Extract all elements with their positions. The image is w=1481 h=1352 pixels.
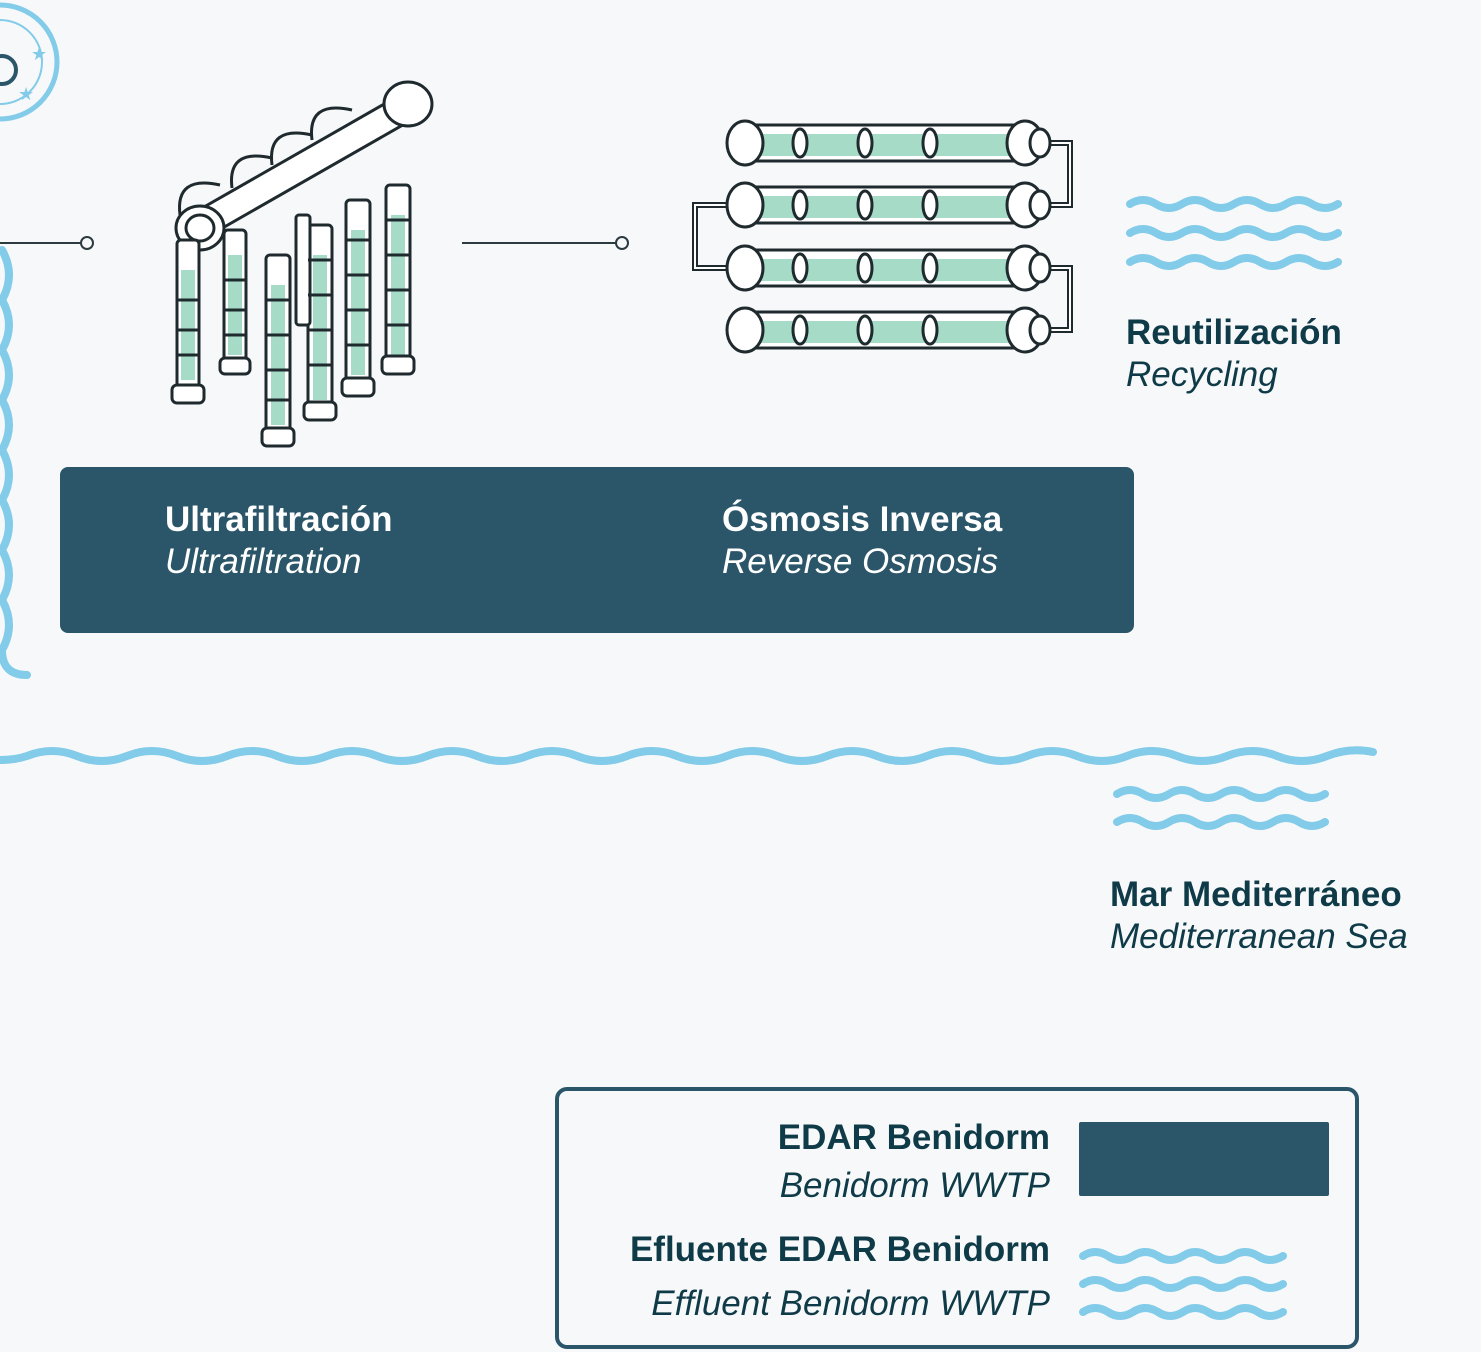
reverse-osmosis-tubes-icon xyxy=(692,119,1073,354)
recycling-label-es: Reutilización xyxy=(1126,313,1342,352)
legend-item-wwtp-en: Benidorm WWTP xyxy=(779,1166,1050,1205)
effluent-vertical-path xyxy=(0,246,31,679)
legend-item-effluent-en: Effluent Benidorm WWTP xyxy=(651,1284,1050,1323)
legend-swatch-waves-icon xyxy=(1079,1248,1287,1320)
recycling-label: Reutilización Recycling xyxy=(1126,312,1342,396)
legend-item-wwtp: EDAR Benidorm Benidorm WWTP xyxy=(778,1117,1050,1207)
effluent-horizontal-path xyxy=(0,746,1377,765)
water-waves-icon xyxy=(1126,196,1342,270)
sea-label-en: Mediterranean Sea xyxy=(1110,917,1408,956)
legend-item-effluent-es: Efluente EDAR Benidorm xyxy=(629,1230,1050,1269)
ultrafiltration-modules-icon xyxy=(170,80,434,448)
treatment-stages-panel: Ultrafiltración Ultrafiltration Ósmosis … xyxy=(60,467,1134,633)
svg-text:★: ★ xyxy=(31,44,47,65)
seal-badge-icon: ★ ★ xyxy=(0,2,60,122)
stage-reverse-osmosis-es: Ósmosis Inversa xyxy=(722,500,1003,539)
sea-label: Mar Mediterráneo Mediterranean Sea xyxy=(1110,874,1408,958)
stage-ultrafiltration: Ultrafiltración Ultrafiltration xyxy=(165,499,393,583)
recycling-label-en: Recycling xyxy=(1126,355,1278,394)
sea-label-es: Mar Mediterráneo xyxy=(1110,875,1402,914)
svg-text:★: ★ xyxy=(18,84,34,105)
legend-item-wwtp-es: EDAR Benidorm xyxy=(777,1118,1050,1157)
legend-swatch-dark-bar xyxy=(1079,1122,1329,1196)
legend: EDAR Benidorm Benidorm WWTP Efluente EDA… xyxy=(555,1087,1359,1349)
stage-ultrafiltration-en: Ultrafiltration xyxy=(165,542,362,581)
sea-waves-icon xyxy=(1113,786,1329,830)
connector-lines xyxy=(0,236,629,250)
stage-ultrafiltration-es: Ultrafiltración xyxy=(165,500,393,539)
stage-reverse-osmosis-en: Reverse Osmosis xyxy=(722,542,999,581)
legend-item-effluent: Efluente EDAR Benidorm Effluent Benidorm… xyxy=(630,1229,1050,1325)
stage-reverse-osmosis: Ósmosis Inversa Reverse Osmosis xyxy=(722,499,1002,583)
